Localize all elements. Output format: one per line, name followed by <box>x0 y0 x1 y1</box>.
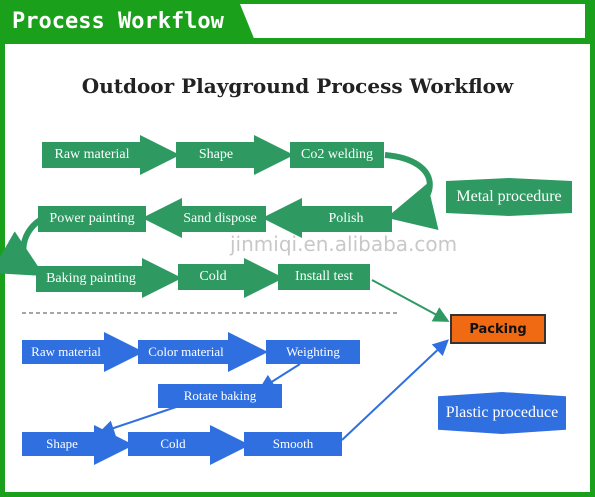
metal-step-install-test: Install test <box>278 264 370 290</box>
metal-step-power-painting: Power painting <box>38 206 146 232</box>
plastic-procedure-banner: Plastic proceduce <box>438 392 566 434</box>
plastic-step-cold: Cold <box>128 432 218 456</box>
metal-step-shape: Shape <box>176 142 256 168</box>
plastic-step-rotate-baking: Rotate baking <box>158 384 282 408</box>
plastic-step-weighting: Weighting <box>266 340 360 364</box>
metal-procedure-banner: Metal procedure <box>446 178 572 216</box>
header-white-band <box>240 4 585 38</box>
metal-step-polish: Polish <box>300 206 392 232</box>
plastic-diag-2 <box>98 406 177 436</box>
metal-step-baking-painting: Baking painting <box>36 266 146 292</box>
header-bar: Process Workflow <box>0 0 595 44</box>
plastic-procedure-label: Plastic proceduce <box>445 404 559 421</box>
packing-box: Packing <box>450 314 546 344</box>
metal-curve-left <box>0 217 45 276</box>
metal-curve-right <box>384 152 439 230</box>
metal-procedure-label: Metal procedure <box>456 188 562 205</box>
metal-step-co2-welding: Co2 welding <box>290 142 384 168</box>
metal-step-raw-material: Raw material <box>42 142 142 168</box>
metal-step-sand-dispose: Sand dispose <box>174 206 266 232</box>
metal-step-cold: Cold <box>178 264 248 290</box>
diagram-title: Outdoor Playground Process Workflow <box>81 74 514 98</box>
plastic-step-smooth: Smooth <box>244 432 342 456</box>
metal-to-packing <box>371 279 450 322</box>
plastic-step-raw-material: Raw material <box>22 340 110 364</box>
header-title: Process Workflow <box>6 6 238 38</box>
plastic-step-shape: Shape <box>22 432 102 456</box>
plastic-step-color-material: Color material <box>138 340 234 364</box>
plastic-to-packing <box>341 339 449 441</box>
